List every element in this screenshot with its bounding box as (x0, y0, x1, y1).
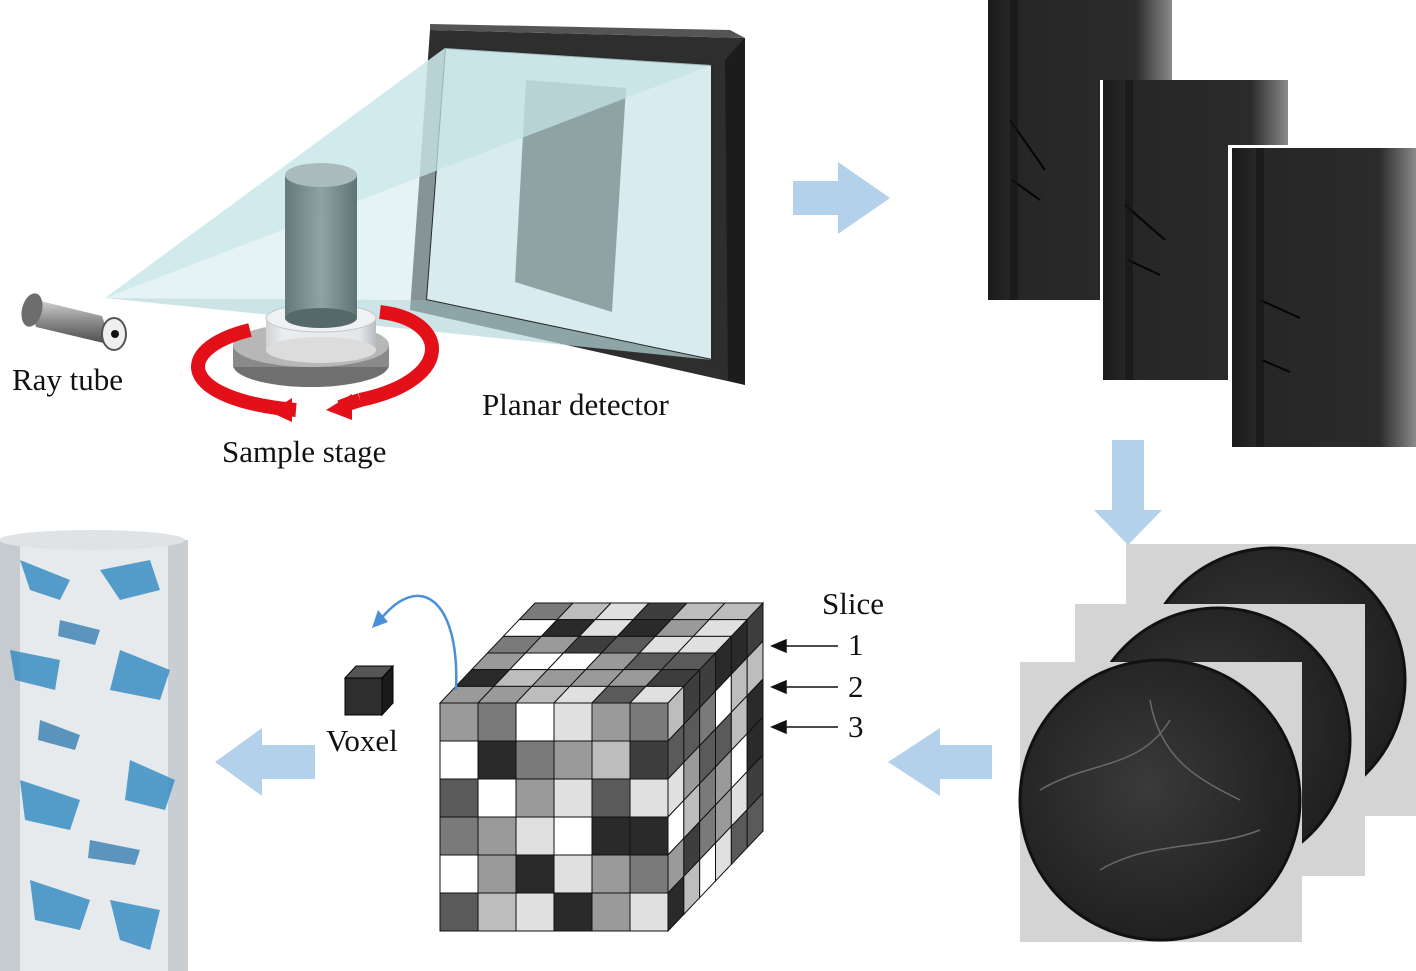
voxel-cell (591, 816, 631, 856)
voxel-cell (439, 740, 479, 780)
voxel-cell (439, 892, 479, 932)
ray-tube-label: Ray tube (12, 362, 123, 397)
voxel-cell (439, 854, 479, 894)
sample-stage-label: Sample stage (222, 434, 386, 469)
reconstruction-cylinder (0, 530, 188, 971)
voxel-cell (591, 892, 631, 932)
voxel-cell (477, 740, 517, 780)
voxel-cell (553, 740, 593, 780)
sample-stage (233, 163, 389, 387)
planar-detector-label: Planar detector (482, 387, 669, 422)
voxel-cell (553, 778, 593, 818)
flow-arrow-left-icon (215, 728, 315, 796)
slice-number-3: 3 (848, 709, 864, 744)
voxel-cell (591, 854, 631, 894)
projection-image (1228, 145, 1416, 447)
slice-pointer-arrows (770, 638, 838, 735)
voxel-cube (438, 601, 765, 933)
slice-number-1: 1 (848, 627, 864, 662)
voxel-icon (343, 664, 395, 717)
voxel-cell (629, 740, 669, 780)
flow-arrow-down-icon (1094, 440, 1162, 545)
flow-arrow-right-icon (793, 162, 890, 234)
voxel-cell (591, 778, 631, 818)
voxel-cell (515, 702, 555, 742)
voxel-cell (515, 740, 555, 780)
voxel-cell (629, 778, 669, 818)
rotation-arrow-front (191, 323, 363, 422)
voxel-cell (591, 702, 631, 742)
voxel-cell (477, 816, 517, 856)
voxel-cell (746, 791, 764, 849)
voxel-cell (477, 702, 517, 742)
voxel-cell (515, 778, 555, 818)
ray-tube-icon (21, 293, 127, 351)
slice-image (1018, 658, 1302, 942)
xray-beam (105, 48, 712, 360)
voxel-cell (591, 740, 631, 780)
voxel-cell (515, 816, 555, 856)
voxel-cell (439, 702, 479, 742)
voxel-cell (553, 702, 593, 742)
voxel-cell (439, 816, 479, 856)
voxel-link-arrow (379, 594, 458, 691)
voxel-cell (553, 892, 593, 932)
flow-arrow-left-icon (888, 728, 992, 796)
projection-images (988, 0, 1416, 447)
voxel-cell (553, 816, 593, 856)
slice-heading: Slice (822, 586, 884, 621)
voxel-cell (439, 778, 479, 818)
voxel-cell (629, 892, 669, 932)
voxel-cell (629, 854, 669, 894)
voxel-cell (553, 854, 593, 894)
voxel-link-arrowhead (372, 610, 388, 628)
voxel-cell (515, 892, 555, 932)
voxel-cell (515, 854, 555, 894)
rotation-arrow-icon (358, 305, 439, 407)
slice-number-2: 2 (848, 669, 864, 704)
voxel-cell (477, 778, 517, 818)
voxel-cell (477, 892, 517, 932)
voxel-cell (629, 816, 669, 856)
ct-slices (1018, 544, 1416, 942)
voxel-cell (629, 702, 669, 742)
voxel-label: Voxel (326, 723, 398, 758)
voxel-cell (477, 854, 517, 894)
